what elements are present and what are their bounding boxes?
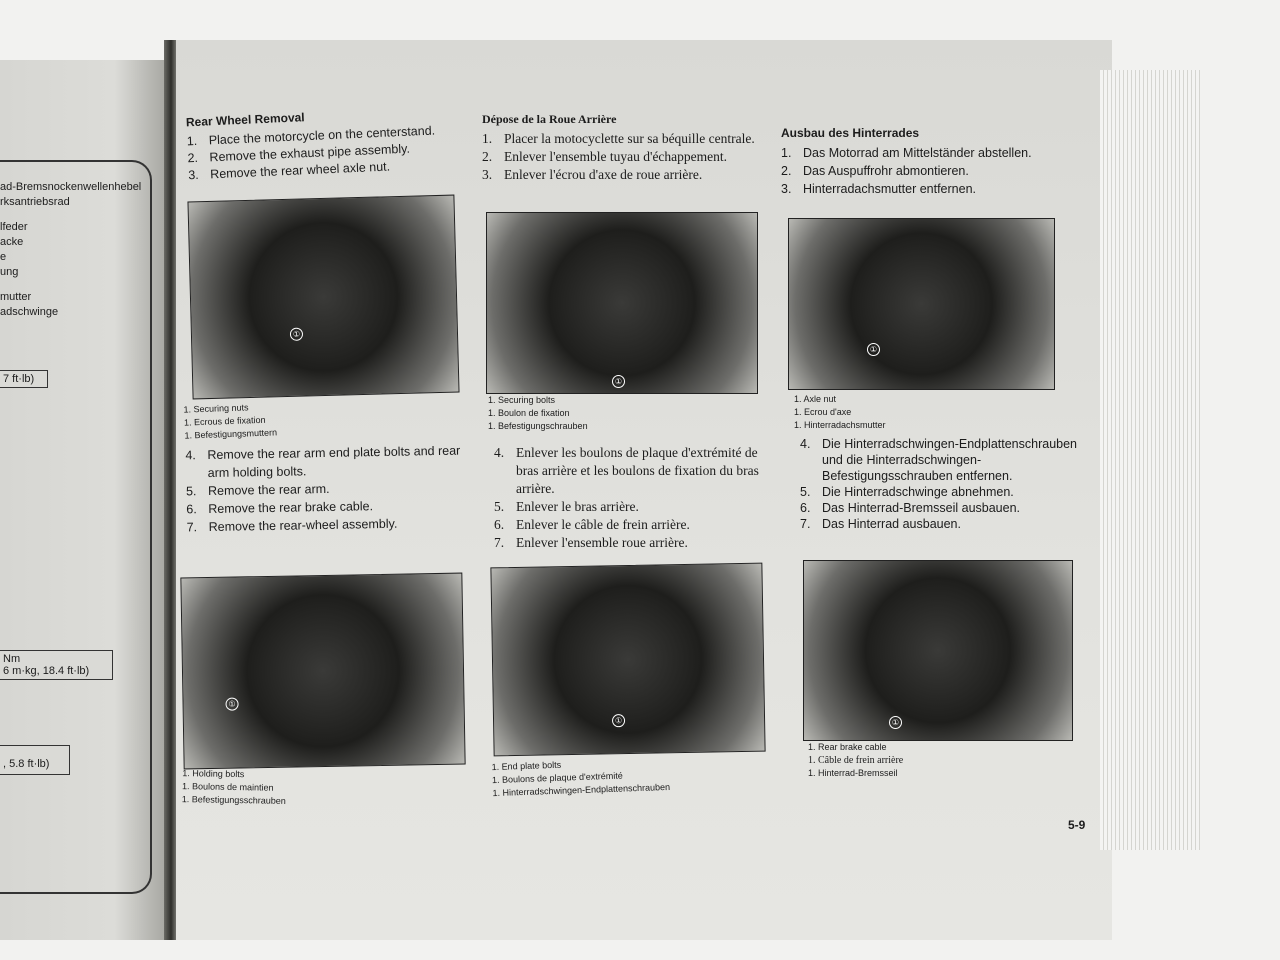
- torque-value: 6 m·kg, 18.4 ft·lb): [3, 665, 90, 677]
- photo-rear-brake-cable: ①: [803, 560, 1073, 741]
- step: 3.Enlever l'écrou d'axe de roue arrière.: [482, 167, 703, 182]
- part-line: lfeder: [0, 221, 28, 233]
- section-title: Dépose de la Roue Arrière: [482, 112, 617, 126]
- step: 4.Enlever les boulons de plaque d'extrém…: [494, 445, 759, 496]
- torque-box: 7 ft·lb): [0, 370, 48, 388]
- torque-value: Nm: [3, 653, 21, 665]
- torque-box: Nm 6 m·kg, 18.4 ft·lb): [0, 650, 113, 680]
- step: 6.Das Hinterrad-Bremsseil ausbauen.: [800, 501, 1021, 515]
- photo-end-plate-bolts: ①: [490, 562, 766, 757]
- callout-marker: ①: [611, 714, 626, 728]
- step: 7.Das Hinterrad ausbauen.: [800, 517, 961, 531]
- column-english-steps: 4.Remove the rear arm end plate bolts an…: [185, 442, 462, 537]
- column-french: Dépose de la Roue Arrière 1.Placer la mo…: [482, 110, 757, 184]
- callout-marker: ①: [289, 327, 304, 341]
- page-number: 5-9: [1068, 818, 1086, 832]
- step: 7.Enlever l'ensemble roue arrière.: [494, 535, 688, 550]
- right-page: [176, 40, 1112, 940]
- step: 3.Hinterradachsmutter entfernen.: [781, 182, 977, 196]
- photo-axle-nut: ①: [788, 218, 1055, 390]
- page-edges: [1100, 70, 1200, 850]
- left-page: ad-Bremsnockenwellenhebel rksantriebsrad…: [0, 60, 164, 940]
- callout-marker: ①: [867, 343, 880, 356]
- part-line: adschwinge: [0, 306, 59, 318]
- photo-securing-bolts: ①: [486, 212, 758, 394]
- book-gutter: [164, 40, 178, 940]
- part-line: acke: [0, 236, 24, 248]
- step: 4.Remove the rear arm end plate bolts an…: [185, 443, 461, 481]
- step: 5.Enlever le bras arrière.: [494, 499, 639, 514]
- step: 2.Enlever l'ensemble tuyau d'échappement…: [482, 149, 728, 164]
- part-line: rksantriebsrad: [0, 196, 70, 208]
- part-line: e: [0, 251, 7, 263]
- step: 6.Enlever le câble de frein arrière.: [494, 517, 690, 532]
- callout-marker: ①: [225, 697, 239, 711]
- photo-securing-nuts: ①: [187, 194, 460, 400]
- column-german: Ausbau des Hinterrades 1.Das Motorrad am…: [781, 124, 1066, 198]
- parts-list-box: [0, 160, 152, 894]
- column-german-steps: 4.Die Hinterradschwingen-Endplattenschra…: [800, 436, 1092, 532]
- callout-marker: ①: [612, 375, 625, 388]
- parts-list: ad-Bremsnockenwellenhebel rksantriebsrad…: [0, 180, 141, 320]
- step: 4.Die Hinterradschwingen-Endplattenschra…: [800, 437, 1078, 483]
- step: 1.Placer la motocyclette sur sa béquille…: [482, 131, 755, 146]
- step: 2.Das Auspuffrohr abmontieren.: [781, 164, 969, 178]
- callout-marker: ①: [889, 716, 902, 729]
- part-line: mutter: [0, 291, 32, 303]
- step: 1.Das Motorrad am Mittelständer abstelle…: [781, 146, 1032, 160]
- column-english: Rear Wheel Removal 1.Place the motorcycl…: [186, 102, 479, 185]
- torque-box: , 5.8 ft·lb): [0, 745, 70, 775]
- column-french-steps: 4.Enlever les boulons de plaque d'extrém…: [494, 444, 769, 552]
- part-line: ung: [0, 266, 19, 278]
- part-line: ad-Bremsnockenwellenhebel: [0, 181, 142, 193]
- section-title: Ausbau des Hinterrades: [781, 126, 920, 140]
- photo-holding-bolts: ①: [180, 572, 466, 770]
- step: 5.Die Hinterradschwinge abnehmen.: [800, 485, 1014, 499]
